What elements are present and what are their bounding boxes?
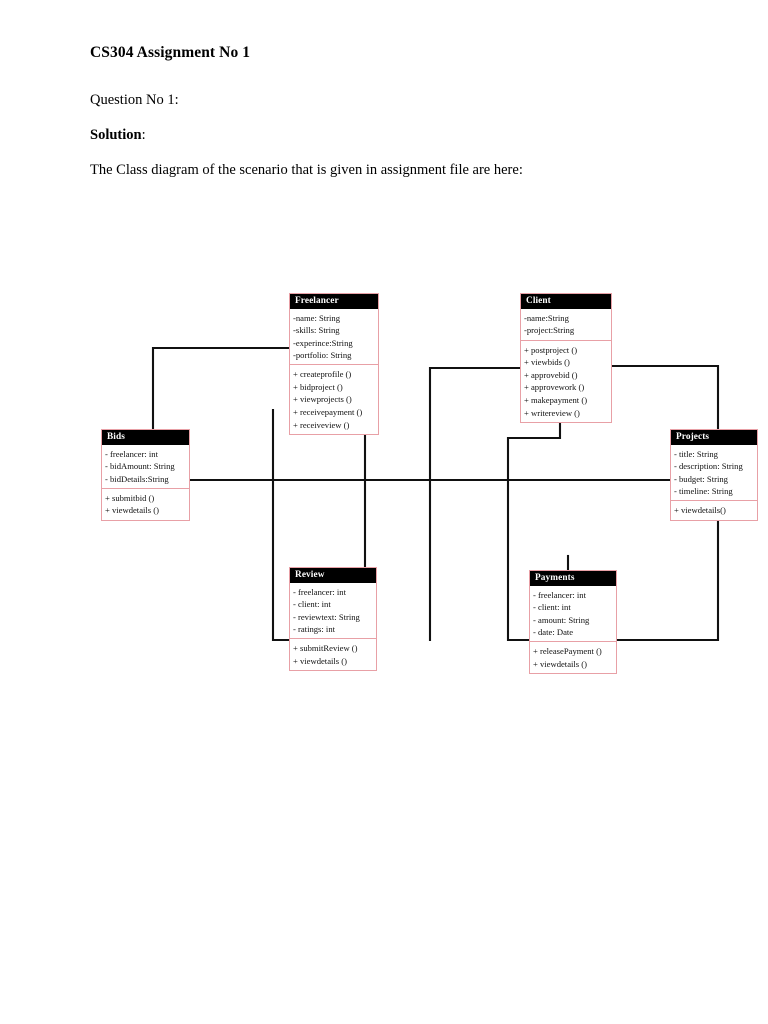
uml-methods-section: + createprofile () + bidproject () + vie… — [290, 364, 378, 434]
document-text-block: CS304 Assignment No 1 Question No 1: Sol… — [90, 44, 690, 197]
uml-methods-section: + postproject () + viewbids () + approve… — [521, 339, 611, 423]
uml-method: + submitReview () — [293, 643, 358, 654]
uml-attribute: - client: int — [293, 599, 331, 610]
uml-method: + receiveview () — [293, 419, 350, 430]
uml-attribute: - client: int — [533, 602, 571, 613]
uml-class-review[interactable]: Review - freelancer: int - client: int -… — [289, 567, 377, 672]
uml-attribute: - amount: String — [533, 614, 590, 625]
uml-methods-section: + submitbid () + viewdetails () — [102, 487, 189, 520]
uml-attribute: - timeline: String — [674, 485, 733, 496]
uml-method: + submitbid () — [105, 492, 155, 503]
connector-projects-payments — [615, 519, 720, 642]
uml-attributes-section: - freelancer: int - client: int - review… — [290, 583, 376, 638]
uml-method: + viewdetails() — [674, 505, 726, 516]
uml-class-title: Payments — [530, 571, 616, 586]
uml-attribute: - budget: String — [674, 473, 728, 484]
uml-class-title: Bids — [102, 430, 189, 445]
uml-class-title: Projects — [671, 430, 757, 445]
uml-method: + approvebid () — [524, 369, 578, 380]
uml-method: + releasePayment () — [533, 646, 602, 657]
uml-attributes-section: - title: String - description: String - … — [671, 445, 757, 500]
uml-attribute: - title: String — [674, 449, 718, 459]
uml-attribute: - ratings: int — [293, 623, 336, 634]
uml-method: + createprofile () — [293, 369, 352, 380]
uml-attribute: - description: String — [674, 461, 743, 472]
solution-label: Solution: — [90, 127, 690, 144]
uml-method: + approvework () — [524, 382, 585, 393]
uml-class-client[interactable]: Client -name:String -project:String + po… — [520, 293, 612, 424]
uml-method: + receivepayment () — [293, 406, 363, 417]
uml-attribute: -portfolio: String — [293, 349, 352, 360]
uml-attribute: -skills: String — [293, 325, 340, 336]
page-title: CS304 Assignment No 1 — [90, 44, 251, 61]
uml-attribute: - date: Date — [533, 626, 574, 637]
uml-class-bids[interactable]: Bids - freelancer: int - bidAmount: Stri… — [101, 429, 190, 522]
uml-class-title: Freelancer — [290, 294, 378, 309]
uml-method: + bidproject () — [293, 381, 343, 392]
uml-method: + makepayment () — [524, 394, 588, 405]
uml-class-title: Client — [521, 294, 611, 309]
connector-client-bids — [428, 366, 522, 642]
uml-attributes-section: - freelancer: int - client: int - amount… — [530, 586, 616, 641]
uml-attribute: -name: String — [293, 313, 341, 323]
uml-class-payments[interactable]: Payments - freelancer: int - client: int… — [529, 570, 617, 675]
uml-method: + writereview () — [524, 407, 580, 418]
connector-client-projects — [610, 364, 720, 431]
uml-attributes-section: -name:String -project:String — [521, 309, 611, 340]
uml-method: + viewdetails () — [293, 655, 348, 666]
uml-methods-section: + submitReview () + viewdetails () — [290, 638, 376, 670]
uml-attribute: - reviewtext: String — [293, 611, 360, 622]
uml-attributes-section: -name: String -skills: String -experince… — [290, 309, 378, 364]
uml-attribute: - bidAmount: String — [105, 461, 175, 472]
uml-method: + postproject () — [524, 344, 578, 355]
uml-attributes-section: - freelancer: int - bidAmount: String - … — [102, 445, 189, 488]
uml-attribute: - freelancer: int — [533, 590, 586, 600]
solution-colon: : — [141, 127, 146, 143]
uml-attribute: - freelancer: int — [105, 449, 158, 459]
uml-method: + viewbids () — [524, 357, 570, 368]
uml-class-freelancer[interactable]: Freelancer -name: String -skills: String… — [289, 293, 379, 436]
connector-freelancer-bids — [151, 346, 291, 431]
uml-attribute: -name:String — [524, 313, 569, 323]
uml-attribute: -experince:String — [293, 337, 353, 348]
question-label: Question No 1: — [90, 92, 179, 108]
uml-methods-section: + releasePayment () + viewdetails () — [530, 641, 616, 673]
uml-class-title: Review — [290, 568, 376, 583]
uml-method: + viewdetails () — [533, 658, 588, 669]
solution-word: Solution — [90, 127, 142, 143]
uml-attribute: -project:String — [524, 325, 575, 336]
uml-methods-section: + viewdetails() — [671, 500, 757, 520]
diagram-description: The Class diagram of the scenario that i… — [90, 162, 523, 178]
uml-method: + viewprojects () — [293, 394, 352, 405]
uml-attribute: - bidDetails:String — [105, 473, 169, 484]
uml-attribute: - freelancer: int — [293, 587, 346, 597]
uml-method: + viewdetails () — [105, 505, 160, 516]
uml-class-projects[interactable]: Projects - title: String - description: … — [670, 429, 758, 521]
